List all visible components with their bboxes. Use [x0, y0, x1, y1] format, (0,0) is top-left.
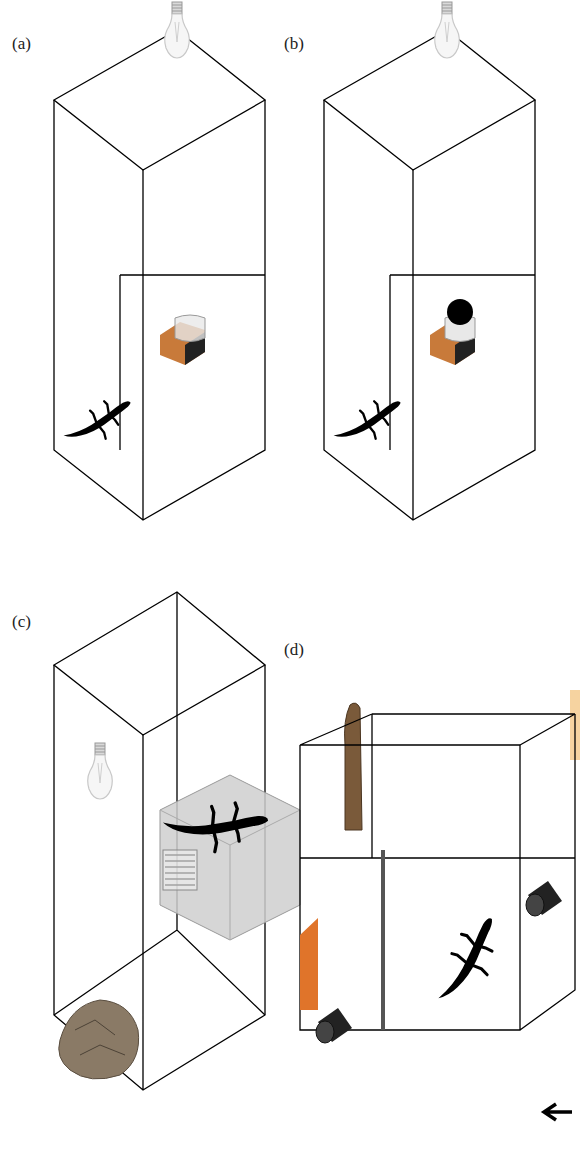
- panel-label: (b): [284, 34, 304, 54]
- lizard: [334, 401, 401, 438]
- lizard: [161, 779, 269, 867]
- rock-texture: [75, 1020, 125, 1055]
- orange-marker: [300, 918, 318, 1010]
- heat-bulb: [435, 2, 460, 58]
- rock: [59, 1000, 139, 1079]
- panel-label: (a): [12, 34, 31, 54]
- cylinder: [316, 1008, 352, 1043]
- lizard: [64, 401, 131, 438]
- divider: [381, 850, 385, 1030]
- enclosure-b: [324, 30, 535, 520]
- enclosure-a: [54, 30, 265, 520]
- direction-arrow: [544, 1104, 572, 1120]
- heat-bulb: [165, 2, 190, 58]
- cup-on-block: [160, 315, 205, 365]
- covered-cup-on-block: [430, 299, 475, 365]
- shelter-box: [160, 775, 300, 940]
- heat-bulb: [88, 743, 113, 799]
- panel-label: (c): [12, 612, 31, 632]
- cylinder: [526, 881, 562, 916]
- enclosure-d: [300, 714, 575, 1030]
- lizard: [416, 917, 514, 1002]
- panel-label: (d): [284, 640, 304, 660]
